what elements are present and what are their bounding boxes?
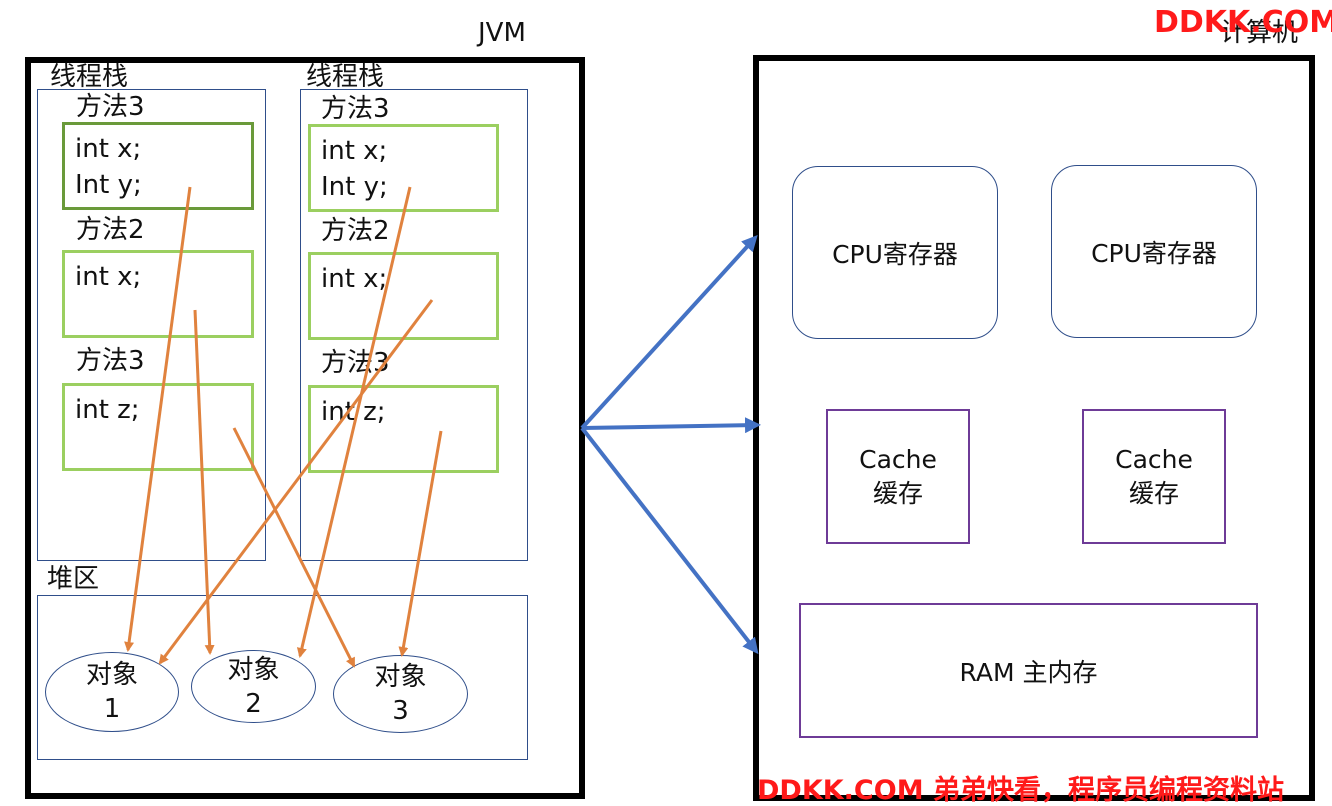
map-arrow-to-cache: [581, 417, 761, 434]
ref-arrow-left-m2-to-obj2: [193, 309, 215, 655]
cache-2-line-1: Cache: [1115, 444, 1193, 474]
heap-object-1-number: 1: [103, 694, 121, 724]
left-frame-2: [62, 250, 254, 338]
jvm-title: JVM: [478, 18, 526, 48]
ref-arrow-left-m3-to-obj1: [124, 186, 192, 652]
heap-object-1-label: 对象: [85, 660, 138, 690]
left-frame-2-line-1: int x;: [75, 262, 142, 292]
ram-main-memory-label: RAM 主内存: [959, 657, 1098, 687]
cache-1-line-1: Cache: [859, 444, 937, 474]
right-frame-1-label: 方法3: [321, 94, 390, 124]
left-frame-3-label: 方法3: [76, 346, 145, 376]
heap-label: 堆区: [47, 564, 100, 594]
map-arrow-to-ram: [580, 426, 759, 655]
heap-object-3-label: 对象: [374, 662, 427, 692]
right-frame-1-line-2: Int y;: [321, 172, 388, 202]
heap-object-3: 对象 3: [333, 655, 468, 733]
ref-arrow-right-m2-to-obj1: [158, 299, 434, 665]
watermark-top: DDKK.COM: [1154, 5, 1332, 40]
cache-1-line-2: 缓存: [872, 478, 923, 508]
thread-stack-right-label: 线程栈: [306, 62, 385, 92]
right-frame-2-line-1: int x;: [321, 264, 388, 294]
thread-stack-left-label: 线程栈: [50, 62, 129, 92]
left-frame-3-line-1: int z;: [75, 395, 140, 425]
ref-arrow-left-m3z-to-obj3: [232, 427, 356, 668]
watermark-bottom: DDKK.COM 弟弟快看，程序员编程资料站: [757, 775, 1284, 806]
cache-2-line-2: 缓存: [1128, 478, 1179, 508]
right-frame-3: [308, 385, 499, 473]
cpu-register-2: CPU寄存器: [1051, 165, 1257, 338]
ref-arrow-right-m3z-to-obj3: [398, 430, 443, 657]
right-frame-2-label: 方法2: [321, 216, 390, 246]
ram-main-memory: RAM 主内存: [799, 603, 1258, 738]
heap-object-2-label: 对象: [227, 654, 280, 685]
left-frame-1-line-1: int x;: [75, 134, 142, 164]
left-frame-1-line-2: Int y;: [75, 170, 142, 200]
cpu-register-1-label: CPU寄存器: [832, 239, 958, 269]
left-frame-3: [62, 383, 254, 471]
thread-stack-right: [300, 89, 528, 561]
thread-stack-left: [37, 89, 266, 561]
heap-object-3-number: 3: [392, 696, 409, 726]
heap-object-1: 对象 1: [45, 652, 179, 732]
heap-area: [37, 595, 528, 760]
cache-1: Cache 缓存: [826, 409, 970, 544]
map-arrow-to-registers: [580, 235, 758, 430]
left-frame-1: [62, 122, 254, 210]
left-frame-1-label: 方法3: [76, 92, 145, 122]
computer-title: 计算机: [1220, 18, 1299, 48]
cache-2: Cache 缓存: [1082, 409, 1226, 544]
heap-object-2-number: 2: [245, 688, 262, 719]
cpu-register-1: CPU寄存器: [792, 166, 998, 339]
cpu-register-2-label: CPU寄存器: [1091, 238, 1217, 268]
ref-arrow-right-m3-to-obj2: [296, 186, 412, 658]
left-frame-2-label: 方法2: [76, 215, 145, 245]
right-frame-1-line-1: int x;: [321, 136, 388, 166]
